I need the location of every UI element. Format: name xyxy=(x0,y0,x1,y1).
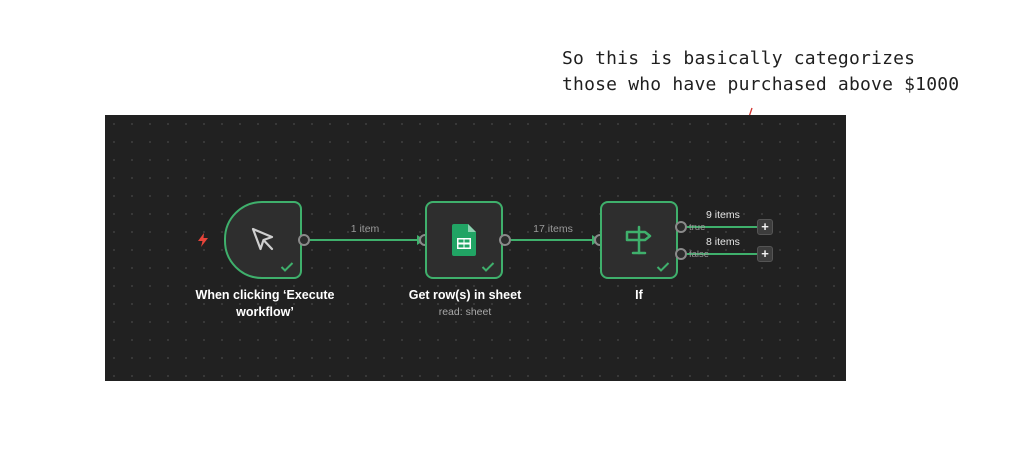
true-branch-count: 9 items xyxy=(706,209,740,221)
edge-label-sheet-if: 17 items xyxy=(533,223,573,235)
manual-trigger-node[interactable] xyxy=(224,201,302,279)
edge-label-trigger-sheet: 1 item xyxy=(350,223,380,235)
annotation-line-1: So this is basically categorizes xyxy=(562,48,916,69)
cursor-icon xyxy=(251,227,274,251)
if-false-output-handle[interactable] xyxy=(675,248,687,260)
true-branch-label: true xyxy=(689,222,706,233)
signpost-icon xyxy=(625,225,652,255)
trigger-bolt-icon xyxy=(198,233,208,247)
trigger-node-title: When clicking ‘Execute workflow’ xyxy=(175,287,355,321)
false-branch-label: false xyxy=(689,249,710,260)
trigger-output-handle[interactable] xyxy=(298,234,310,246)
success-check-icon xyxy=(280,262,294,272)
add-node-false-button[interactable]: + xyxy=(757,246,773,262)
trigger-title-line-1: When clicking ‘Execute xyxy=(195,288,335,302)
annotation-text: So this is basically categorizes those w… xyxy=(562,46,1002,98)
annotation-line-2: those who have purchased above $1000 xyxy=(562,74,960,95)
google-sheets-icon xyxy=(452,224,476,256)
if-true-output-handle[interactable] xyxy=(675,221,687,233)
sheet-output-handle[interactable] xyxy=(499,234,511,246)
sheet-node-subtitle: read: sheet xyxy=(438,306,492,318)
success-check-icon xyxy=(656,262,670,272)
if-node[interactable] xyxy=(600,201,678,279)
sheet-node-title: Get row(s) in sheet xyxy=(408,288,522,302)
if-node-title: If xyxy=(635,288,643,302)
add-node-true-button[interactable]: + xyxy=(757,219,773,235)
workflow-canvas[interactable]: When clicking ‘Execute workflow’ 1 item … xyxy=(105,115,846,381)
get-rows-sheet-node[interactable] xyxy=(425,201,503,279)
success-check-icon xyxy=(481,262,495,272)
trigger-title-line-2: workflow’ xyxy=(236,305,294,319)
false-branch-count: 8 items xyxy=(706,236,740,248)
